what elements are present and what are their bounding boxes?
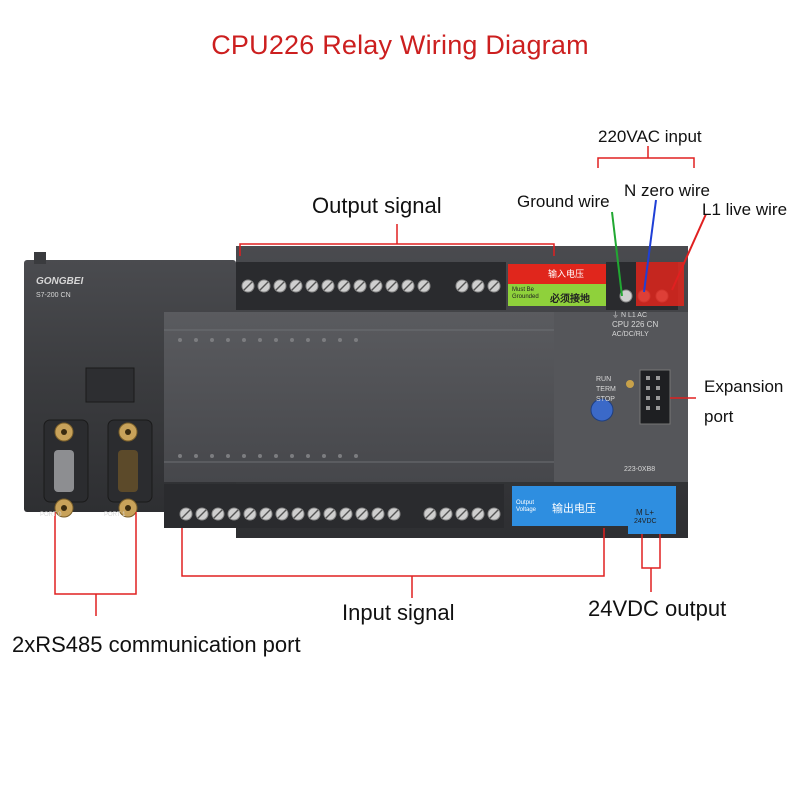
model-label: CPU 226 CN [612,320,659,329]
brand-label: GONGBEI [36,276,84,287]
ground-wire-callout: Ground wire [517,192,610,211]
plc-front-face [164,312,554,482]
dc-terminal-labels: M L+ [636,508,655,517]
rs485-bracket [54,512,137,595]
n-wire-line [643,199,657,293]
diagram-title: CPU226 Relay Wiring Diagram [211,30,589,60]
l1-live-wire-callout: L1 live wire [702,200,788,219]
ground-warning-en: Must Be Grounded [512,287,539,300]
output-voltage-label [512,486,628,526]
model-type-label: AC/DC/RLY [612,331,649,338]
n-zero-wire-callout: N zero wire [624,181,710,200]
ground-wire-line [611,211,623,297]
expansion-connector [639,369,671,425]
stop-label: STOP [596,396,615,403]
power-input-callout: 220VAC input [598,127,702,146]
output-voltage-cn: 输出电压 [552,503,596,515]
dc-bracket [641,534,661,569]
l1-wire-line [671,213,707,291]
callout-lines [54,146,696,616]
input-terminal-screws [179,507,501,521]
output-signal-callout: Output signal [312,193,442,218]
term-label: TERM [596,386,616,393]
expansion-code-label: 223-0XB8 [624,466,656,473]
input-signal-callout: Input signal [342,600,455,625]
rs485-port-2 [107,419,153,518]
ground-warning-cn: 必须接地 [550,294,590,305]
input-voltage-warning-label [508,264,636,284]
output-terminal-screws [241,279,501,293]
rs485-port-1 [43,419,89,518]
ground-warning-label [508,284,636,306]
dc-output-callout: 24VDC output [588,596,727,621]
input-terminal-block [164,484,504,528]
series-label: S7-200 CN [36,292,71,299]
dc-voltage-label: 24VDC [634,518,657,525]
power-terminal-labels: ⏚ N L1 AC [612,312,648,319]
run-label: RUN [596,376,612,383]
potentiometer [590,398,614,422]
dc-output-terminal [628,486,676,534]
input-voltage-text: 输入电压 [548,269,585,279]
power-bracket [597,157,695,168]
rs485-callout: 2xRS485 communication port [12,632,301,657]
port0-label: PORT 0 [40,512,62,518]
output-voltage-en: Output Voltage [516,500,537,513]
expansion-port-callout: Expansion port [704,377,784,426]
input-bracket [181,528,605,577]
port1-label: PORT 1 [104,512,126,518]
